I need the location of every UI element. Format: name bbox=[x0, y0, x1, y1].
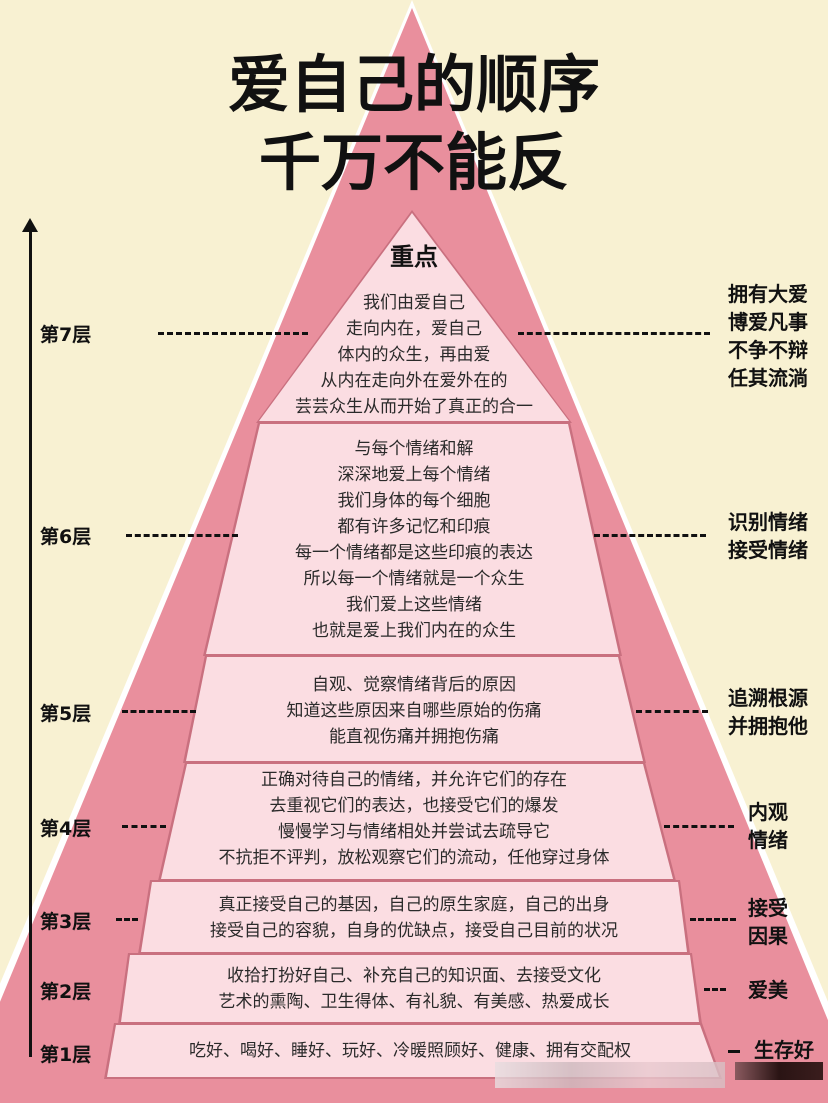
tier-2-line: 艺术的熏陶、卫生得体、有礼貌、有美感、热爱成长 bbox=[218, 992, 610, 1012]
arrow-head-icon bbox=[22, 218, 38, 232]
tier-3 bbox=[138, 880, 690, 954]
level-label-3: 第3层 bbox=[40, 911, 92, 933]
right-label-5: 追溯根源 bbox=[728, 686, 808, 710]
tier-7-line: 芸芸众生从而开始了真正的合一 bbox=[295, 397, 533, 417]
dashed-line bbox=[122, 825, 166, 828]
tier-6-line: 深深地爱上每个情绪 bbox=[337, 465, 491, 485]
level-label-7: 第7层 bbox=[40, 324, 92, 346]
tier-4-line: 慢慢学习与情绪相处并尝试去疏导它 bbox=[278, 822, 550, 842]
dashed-line bbox=[728, 1050, 740, 1053]
tier-7-line: 走向内在，爱自己 bbox=[346, 319, 482, 339]
right-label-1: 生存好 bbox=[754, 1038, 814, 1062]
tier-6-line: 我们爱上这些情绪 bbox=[346, 595, 482, 615]
tier-6-line: 与每个情绪和解 bbox=[354, 439, 474, 459]
tier-7-line: 我们由爱自己 bbox=[363, 293, 465, 313]
tier-1-line: 吃好、喝好、睡好、玩好、冷暖照顾好、健康、拥有交配权 bbox=[189, 1041, 631, 1061]
dashed-line bbox=[664, 825, 734, 828]
right-label-3: 因果 bbox=[748, 924, 788, 948]
dashed-line bbox=[126, 534, 238, 537]
dashed-line bbox=[158, 332, 308, 335]
tier-2-line: 收拾打扮好自己、补充自己的知识面、去接受文化 bbox=[227, 966, 601, 986]
tier-2 bbox=[118, 953, 702, 1024]
level-label-1: 第1层 bbox=[40, 1044, 92, 1066]
right-label-4: 情绪 bbox=[748, 828, 788, 852]
right-label-3: 接受 bbox=[748, 896, 788, 920]
tier-7-line: 从内在走向外在爱外在的 bbox=[320, 371, 508, 391]
tier-6-line: 所以每一个情绪就是一个众生 bbox=[303, 569, 525, 589]
tier-6-line: 都有许多记忆和印痕 bbox=[337, 517, 491, 537]
tier-4-line: 去重视它们的表达，也接受它们的爆发 bbox=[269, 796, 559, 816]
level-label-4: 第4层 bbox=[40, 818, 92, 840]
level-label-5: 第5层 bbox=[40, 703, 92, 725]
tier-7-line: 体内的众生，再由爱 bbox=[337, 345, 491, 365]
right-label-7: 博爱凡事 bbox=[728, 310, 808, 334]
dashed-line bbox=[636, 710, 708, 713]
watermark-blur bbox=[735, 1062, 823, 1080]
right-label-4: 内观 bbox=[748, 800, 788, 824]
level-label-6: 第6层 bbox=[40, 526, 92, 548]
tier-5-line: 能直视伤痛并拥抱伤痛 bbox=[329, 727, 499, 747]
watermark-blur bbox=[495, 1062, 725, 1088]
right-label-6: 接受情绪 bbox=[728, 538, 808, 562]
dashed-line bbox=[594, 534, 706, 537]
tier-7-heading: 重点 bbox=[390, 243, 438, 271]
right-label-7: 拥有大爱 bbox=[728, 282, 808, 306]
right-label-2: 爱美 bbox=[748, 978, 788, 1002]
tier-5-line: 自观、觉察情绪背后的原因 bbox=[312, 675, 516, 695]
tier-6-line: 我们身体的每个细胞 bbox=[337, 491, 491, 511]
level-label-2: 第2层 bbox=[40, 981, 92, 1003]
tier-6 bbox=[203, 422, 622, 656]
dashed-line bbox=[122, 710, 196, 713]
tier-6-line: 每一个情绪都是这些印痕的表达 bbox=[295, 543, 533, 563]
title-line-2: 千万不能反 bbox=[258, 126, 569, 199]
right-label-7: 不争不辩 bbox=[728, 338, 808, 362]
dashed-line bbox=[704, 988, 726, 991]
tier-4-line: 正确对待自己的情绪，并允许它们的存在 bbox=[261, 770, 567, 790]
up-arrow-icon bbox=[29, 222, 32, 1057]
dashed-line bbox=[116, 918, 138, 921]
tier-4 bbox=[158, 762, 676, 881]
right-label-7: 任其流淌 bbox=[728, 366, 808, 390]
tier-6-line: 也就是爱上我们内在的众生 bbox=[312, 621, 516, 641]
title-line-1: 爱自己的顺序 bbox=[227, 48, 600, 121]
dashed-line bbox=[518, 332, 710, 335]
tier-3-line: 真正接受自己的基因，自己的原生家庭，自己的出身 bbox=[218, 895, 610, 915]
tier-3-line: 接受自己的容貌，自身的优缺点，接受自己目前的状况 bbox=[210, 921, 618, 941]
right-label-6: 识别情绪 bbox=[728, 510, 808, 534]
tier-5 bbox=[183, 655, 646, 763]
dashed-line bbox=[690, 918, 736, 921]
tier-5-line: 知道这些原因来自哪些原始的伤痛 bbox=[286, 701, 542, 721]
right-label-5: 并拥抱他 bbox=[728, 714, 808, 738]
tier-4-line: 不抗拒不评判，放松观察它们的流动，任他穿过身体 bbox=[218, 848, 610, 868]
